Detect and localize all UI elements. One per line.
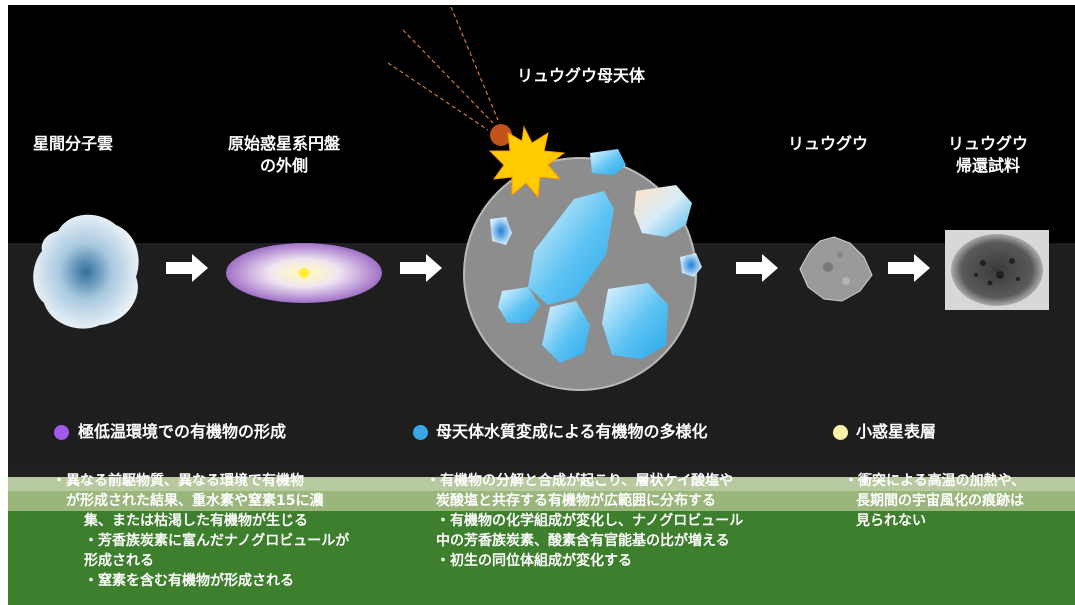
molecular-cloud — [33, 214, 139, 329]
note-col2-line: 炭酸塩と共存する有機物が広範囲に分布する — [436, 493, 716, 509]
note-col1-line: 形成される — [84, 553, 154, 569]
mineral-chip — [634, 185, 692, 237]
background-green-band-mid — [8, 491, 1075, 511]
note-col1-line: ・芳香族炭素に富んだナノグロビュールが — [84, 533, 350, 549]
hydrated-minerals — [490, 149, 702, 363]
note-col3-line: ・衝突による高温の加熱や、 — [844, 473, 1026, 489]
note-col1-line: ・異なる前駆物質、異なる環境で有機物 — [52, 473, 304, 489]
mineral-chip — [680, 253, 702, 277]
note-col2-line: ・初生の同位体組成が変化する — [436, 553, 632, 569]
note-col2-line: ・有機物の化学組成が変化し、ナノグロビュール — [436, 513, 744, 529]
arrow-3 — [736, 254, 778, 282]
note-col1-line: が形成された結果、重水素や窒素15に濃 — [66, 493, 324, 509]
arrow-2 — [400, 254, 442, 282]
disk-center-star — [299, 268, 309, 278]
flow-arrows — [166, 254, 930, 282]
light-rays — [387, 6, 499, 131]
legend-dot-low-temp — [54, 425, 69, 440]
asteroid-texture — [842, 277, 850, 285]
asteroid-texture — [823, 262, 833, 272]
legend-dot-aqueous — [413, 425, 428, 440]
note-col2-line: ・有機物の分解と合成が起こり、層状ケイ酸塩や — [426, 473, 734, 489]
arrow-4 — [888, 254, 930, 282]
note-col2-line: 中の芳香族炭素、酸素含有官能基の比が増える — [436, 533, 730, 549]
impactor — [490, 124, 512, 146]
sample-container — [951, 234, 1043, 306]
mineral-chip — [590, 149, 626, 175]
label-molecular-cloud: 星間分子雲 — [33, 134, 114, 153]
label-returned-sample: リュウグウ 帰還試料 — [948, 134, 1029, 175]
note-col3-line: 見られない — [856, 513, 926, 529]
ryugu-asteroid — [799, 236, 873, 302]
background-green-band-dark — [8, 511, 1075, 605]
diagram-graphics — [33, 6, 1049, 391]
background-lower-band — [8, 463, 1075, 477]
impact-flash — [488, 125, 566, 199]
mineral-chip — [602, 283, 668, 359]
label-disk-outer: 原始惑星系円盤 の外側 — [228, 134, 341, 175]
label-ryugu: リュウグウ — [788, 134, 869, 153]
legend-dot-surface — [833, 425, 848, 440]
note-col1-line: ・窒素を含む有機物が形成される — [84, 573, 294, 589]
note-col3-line: 長期間の宇宙風化の痕跡は — [856, 493, 1024, 509]
mineral-chip — [528, 191, 614, 305]
arrow-1 — [166, 254, 208, 282]
mineral-chip — [498, 287, 540, 323]
note-col1-line: 集、または枯渇した有機物が生じる — [84, 513, 308, 529]
mineral-chip — [542, 301, 590, 363]
legend-aqueous-alteration: 母天体水質変成による有機物の多様化 — [436, 422, 708, 441]
mineral-chip — [490, 217, 512, 245]
sample-grains — [974, 258, 1020, 286]
legend-low-temp: 極低温環境での有機物の形成 — [78, 422, 287, 441]
legend-asteroid-surface: 小惑星表層 — [856, 422, 937, 441]
label-parent-body: リュウグウ母天体 — [517, 66, 646, 85]
asteroid-texture — [837, 252, 843, 258]
figure-stage: 星間分子雲 原始惑星系円盤 の外側 リュウグウ母天体 リュウグウ リュウグウ 帰… — [8, 5, 1075, 605]
